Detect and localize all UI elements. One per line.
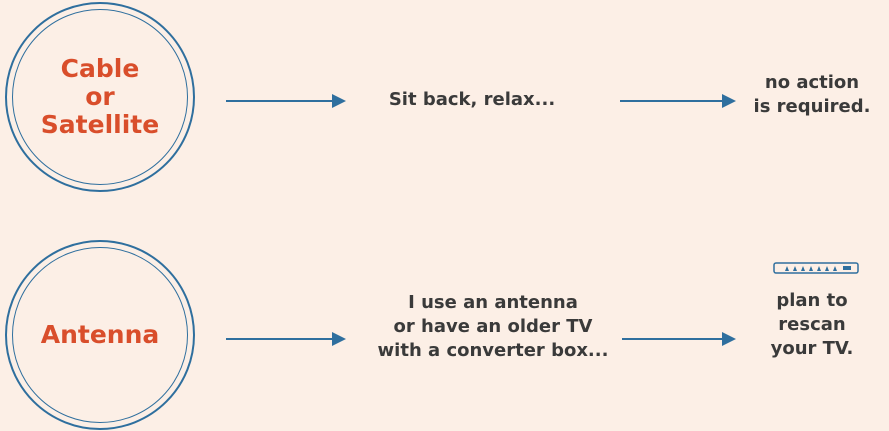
arrow-right-icon — [226, 94, 346, 108]
situation-text-antenna: I use an antenna or have an older TV wit… — [377, 292, 609, 361]
antenna-label: Antenna — [40, 320, 160, 349]
situation-text-cable: Sit back, relax... — [388, 89, 556, 110]
antenna-circle: Antenna — [5, 240, 195, 430]
action-text-antenna: plan to rescan your TV. — [770, 290, 854, 359]
action-text-cable: no action is required. — [753, 72, 871, 117]
cable-satellite-label: Cable or Satellite — [40, 54, 160, 139]
arrow-right-icon — [620, 94, 736, 108]
arrow-right-icon — [622, 332, 736, 346]
arrow-right-icon — [226, 332, 346, 346]
cable-satellite-circle: Cable or Satellite — [5, 2, 195, 192]
converter-box-icon — [773, 262, 859, 274]
